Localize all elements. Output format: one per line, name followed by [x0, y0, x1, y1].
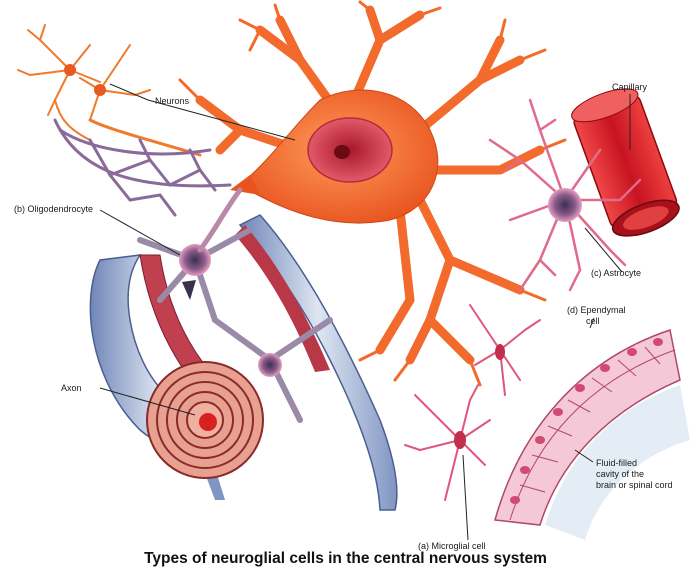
label-astrocyte: (c) Astrocyte — [591, 268, 641, 278]
label-ependymal-line1: (d) Ependymal — [567, 305, 626, 315]
label-axon: Axon — [61, 383, 82, 393]
label-neurons: Neurons — [155, 96, 189, 106]
label-ependymal-line2: cell — [586, 316, 600, 326]
label-capillary: Capillary — [612, 82, 647, 92]
label-fluid-line1: Fluid-filled — [596, 458, 637, 468]
small-neurons — [18, 25, 200, 155]
label-oligodendrocyte: (b) Oligodendrocyte — [14, 204, 93, 214]
figure-caption: Types of neuroglial cells in the central… — [0, 550, 691, 568]
oligodendrocyte-body — [179, 244, 211, 276]
axon-cross-section — [147, 362, 263, 478]
myelin-sheath — [90, 215, 397, 510]
ependymal-cells — [495, 330, 690, 540]
label-fluid-line3: brain or spinal cord — [596, 480, 673, 490]
capillary — [568, 82, 684, 243]
label-fluid-line2: cavity of the — [596, 469, 644, 479]
